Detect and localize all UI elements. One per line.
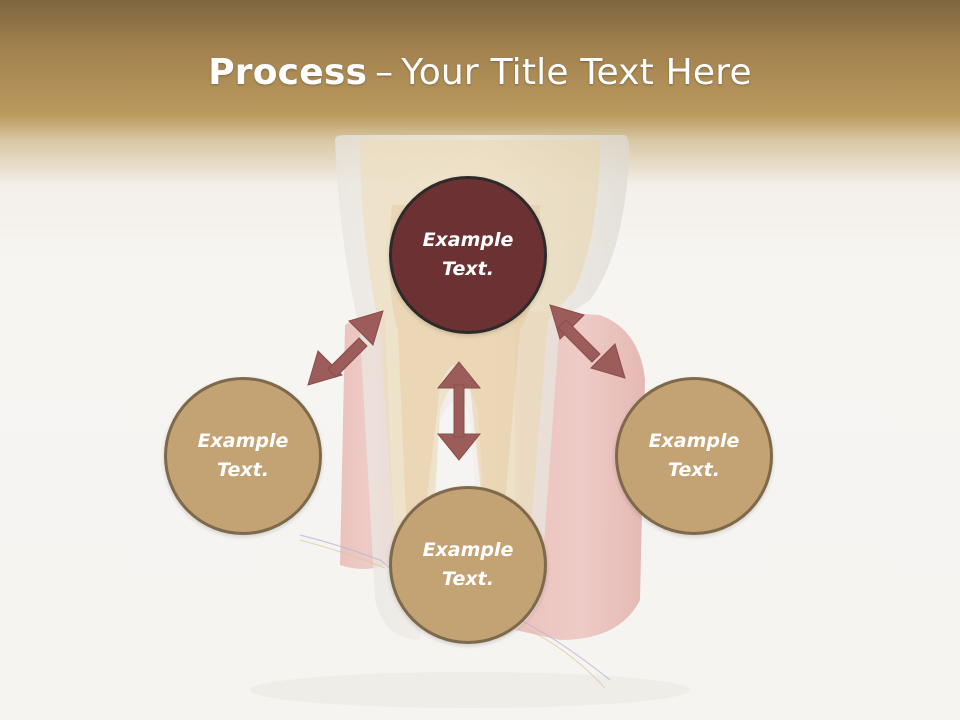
node-bottom-line2: Text. xyxy=(442,568,494,590)
title-rest-part: Your Title Text Here xyxy=(401,52,752,93)
title-bar: Process–Your Title Text Here xyxy=(0,0,960,150)
arrow-top-left xyxy=(307,310,384,386)
node-right-text: Example Text. xyxy=(634,427,754,485)
node-top-line1: Example xyxy=(422,229,514,251)
node-top[interactable]: Example Text. xyxy=(389,176,547,334)
node-top-line2: Text. xyxy=(442,258,494,280)
node-right-line2: Text. xyxy=(668,459,720,481)
node-left-line1: Example xyxy=(197,430,289,452)
node-left[interactable]: Example Text. xyxy=(164,377,322,535)
node-bottom-text: Example Text. xyxy=(408,536,528,594)
node-left-line2: Text. xyxy=(217,459,269,481)
node-right[interactable]: Example Text. xyxy=(615,377,773,535)
node-left-text: Example Text. xyxy=(183,427,303,485)
slide-title: Process–Your Title Text Here xyxy=(208,52,752,93)
node-bottom-line1: Example xyxy=(422,539,514,561)
node-top-text: Example Text. xyxy=(408,226,528,284)
arrow-top-right xyxy=(549,304,626,379)
title-bold-part: Process xyxy=(208,52,368,93)
arrow-top-bottom xyxy=(436,361,482,461)
node-right-line1: Example xyxy=(648,430,740,452)
node-bottom[interactable]: Example Text. xyxy=(389,486,547,644)
title-separator: – xyxy=(375,52,394,93)
